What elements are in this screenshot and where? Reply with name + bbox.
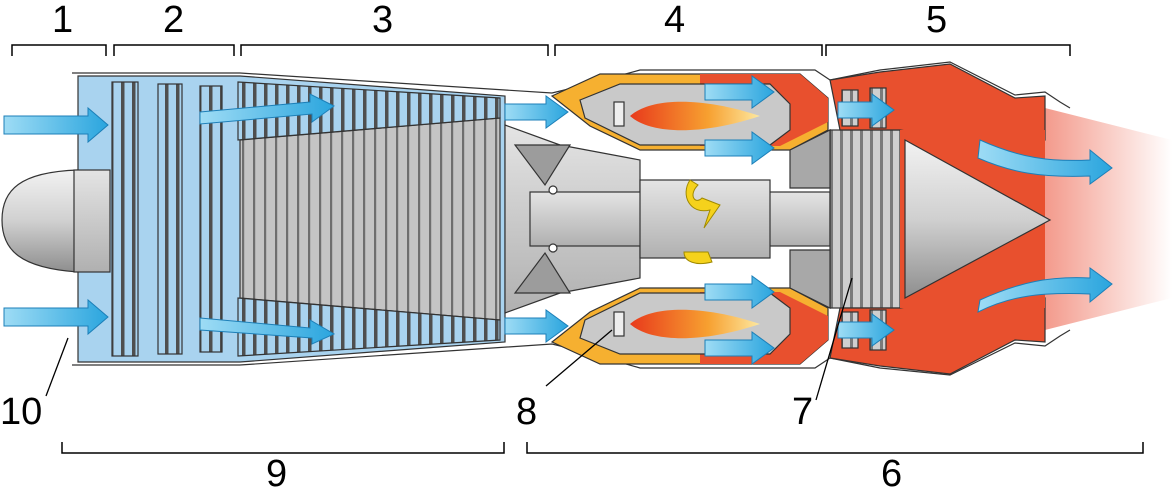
leader-8: [545, 329, 613, 387]
fuel-injector-lower: [613, 311, 625, 337]
turbine-stator-lower: [789, 249, 831, 309]
fan-stage-3: [199, 85, 223, 353]
turbine-disk: [829, 129, 901, 309]
bracket-3: [240, 44, 549, 56]
leader-10: [45, 337, 69, 397]
bearing-strut-lower: [513, 251, 572, 294]
airflow-arrow-icon: [977, 139, 1113, 185]
rotation-arrow-icon: [685, 179, 721, 229]
airflow-arrows: [3, 75, 1113, 365]
shaft-coupling: [639, 179, 771, 259]
airflow-arrow-icon: [3, 106, 109, 144]
bearing-lower: [548, 243, 558, 253]
airflow-arrow-icon: [199, 93, 335, 125]
label-3: 3: [372, 0, 393, 41]
label-5: 5: [926, 0, 947, 41]
bracket-1: [11, 44, 107, 56]
label-2: 2: [163, 0, 184, 41]
compressor-rotor: [239, 117, 501, 321]
rotation-arrow-icon: [683, 251, 713, 265]
airflow-arrow-icon: [704, 75, 775, 109]
bearing-strut-upper: [513, 144, 572, 187]
flame-icon: [630, 309, 760, 339]
airflow-arrow-icon: [837, 313, 895, 347]
airflow-arrow-icon: [199, 317, 336, 345]
label-7: 7: [792, 391, 813, 433]
label-1: 1: [52, 0, 73, 41]
fan-stage-1: [111, 81, 139, 357]
label-10: 10: [0, 391, 42, 433]
airflow-arrow-icon: [504, 309, 569, 343]
airflow-arrow-icon: [704, 131, 775, 165]
spinner-hub: [73, 169, 111, 273]
label-8: 8: [516, 391, 537, 433]
bracket-6: [526, 442, 1144, 454]
bracket-5: [825, 44, 1071, 56]
turbine-stator-upper: [789, 129, 831, 189]
bracket-2: [113, 44, 235, 56]
airflow-arrow-icon: [3, 298, 109, 336]
airflow-arrow-icon: [837, 93, 895, 127]
label-9: 9: [266, 453, 287, 489]
flame-icon: [630, 101, 760, 131]
fan-stage-2: [157, 83, 183, 355]
bearing-upper: [548, 185, 558, 195]
fuel-injector-upper: [613, 101, 625, 127]
airflow-arrow-icon: [704, 275, 775, 309]
label-6: 6: [881, 453, 902, 489]
tail-cone: [904, 138, 1052, 300]
bracket-9: [61, 442, 505, 454]
label-4: 4: [664, 0, 685, 41]
exhaust-plume: [1045, 108, 1172, 330]
nose-cone: [1, 169, 79, 273]
bracket-4: [554, 44, 823, 56]
compressor-blades-lower: [237, 297, 501, 357]
airflow-arrow-icon: [977, 267, 1113, 313]
airflow-arrow-icon: [504, 95, 569, 129]
leader-7: [815, 277, 853, 401]
airflow-arrow-icon: [704, 331, 775, 365]
